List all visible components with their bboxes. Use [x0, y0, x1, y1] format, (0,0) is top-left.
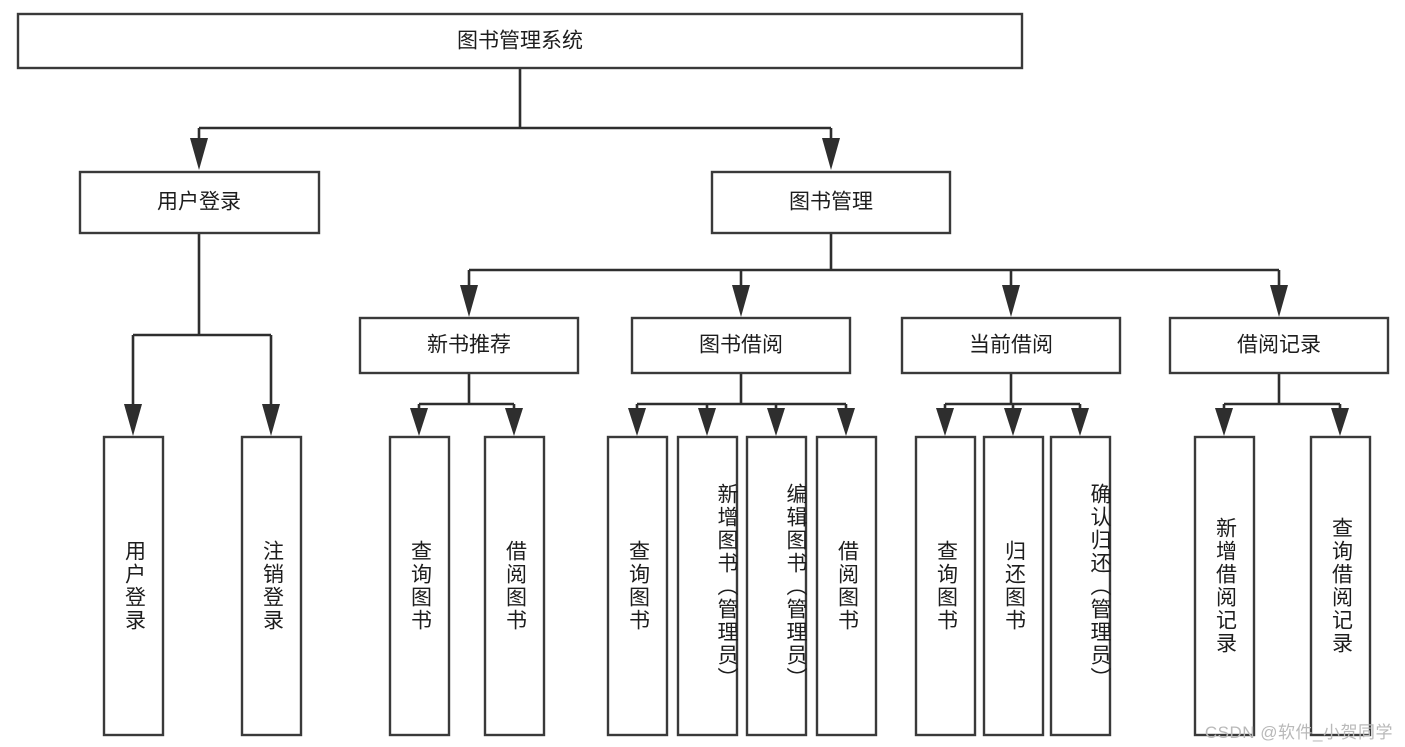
node-book-manage-label: 图书管理	[789, 191, 873, 214]
arrowhead-leaf-edit-book	[767, 408, 785, 436]
node-new-book-recommend[interactable]	[358, 316, 580, 375]
node-root-label: 图书管理系统	[457, 30, 583, 53]
node-borrow-record-label: 借阅记录	[1237, 334, 1321, 357]
node-leaf-add-book[interactable]	[676, 435, 739, 737]
node-leaf-query-record[interactable]	[1309, 435, 1372, 737]
connector-layer	[124, 68, 1349, 436]
node-new-book-recommend-label: 新书推荐	[427, 334, 511, 357]
arrowhead-leaf-add-record	[1215, 408, 1233, 436]
node-leaf-edit-book[interactable]	[745, 435, 808, 737]
node-leaf-borrow-book-1[interactable]	[483, 435, 546, 737]
arrowhead-leaf-user-login	[124, 404, 142, 436]
arrowhead-book-manage	[822, 138, 840, 170]
arrowhead-leaf-user-logout	[262, 404, 280, 436]
csdn-watermark: CSDN @软件_小贺同学	[1204, 723, 1393, 742]
node-leaf-user-logout[interactable]	[240, 435, 303, 737]
arrowhead-user-login	[190, 138, 208, 170]
arrowhead-leaf-return-book	[1004, 408, 1022, 436]
node-borrow-record[interactable]	[1168, 316, 1390, 375]
node-leaf-return-book[interactable]	[982, 435, 1045, 737]
node-leaf-confirm-return[interactable]	[1049, 435, 1112, 737]
arrowhead-leaf-borrow-book-1	[505, 408, 523, 436]
node-leaf-borrow-book-2[interactable]	[815, 435, 878, 737]
arrowhead-new-book-recommend	[460, 285, 478, 317]
node-book-manage[interactable]	[710, 170, 952, 235]
node-book-borrow[interactable]	[630, 316, 852, 375]
node-user-login[interactable]	[78, 170, 321, 235]
node-leaf-add-record[interactable]	[1193, 435, 1256, 737]
arrowhead-current-borrow	[1002, 285, 1020, 317]
node-leaf-query-book-3[interactable]	[914, 435, 977, 737]
arrowhead-leaf-query-book-1	[410, 408, 428, 436]
arrowhead-leaf-query-book-3	[936, 408, 954, 436]
arrowhead-leaf-add-book	[698, 408, 716, 436]
arrowhead-leaf-query-record	[1331, 408, 1349, 436]
node-layer: 图书管理系统 用户登录 图书管理 新书推荐 图书借阅 当前借阅 借阅记录	[16, 12, 1390, 737]
node-book-borrow-label: 图书借阅	[699, 334, 783, 357]
node-leaf-query-book-2[interactable]	[606, 435, 669, 737]
node-leaf-query-book-1[interactable]	[388, 435, 451, 737]
arrowhead-borrow-record	[1270, 285, 1288, 317]
node-current-borrow[interactable]	[900, 316, 1122, 375]
arrowhead-leaf-borrow-book-2	[837, 408, 855, 436]
arrowhead-leaf-confirm-return	[1071, 408, 1089, 436]
arrowhead-leaf-query-book-2	[628, 408, 646, 436]
node-current-borrow-label: 当前借阅	[969, 334, 1053, 357]
node-leaf-user-login[interactable]	[102, 435, 165, 737]
arrowhead-book-borrow	[732, 285, 750, 317]
node-root[interactable]	[16, 12, 1024, 70]
node-user-login-label: 用户登录	[157, 191, 241, 214]
